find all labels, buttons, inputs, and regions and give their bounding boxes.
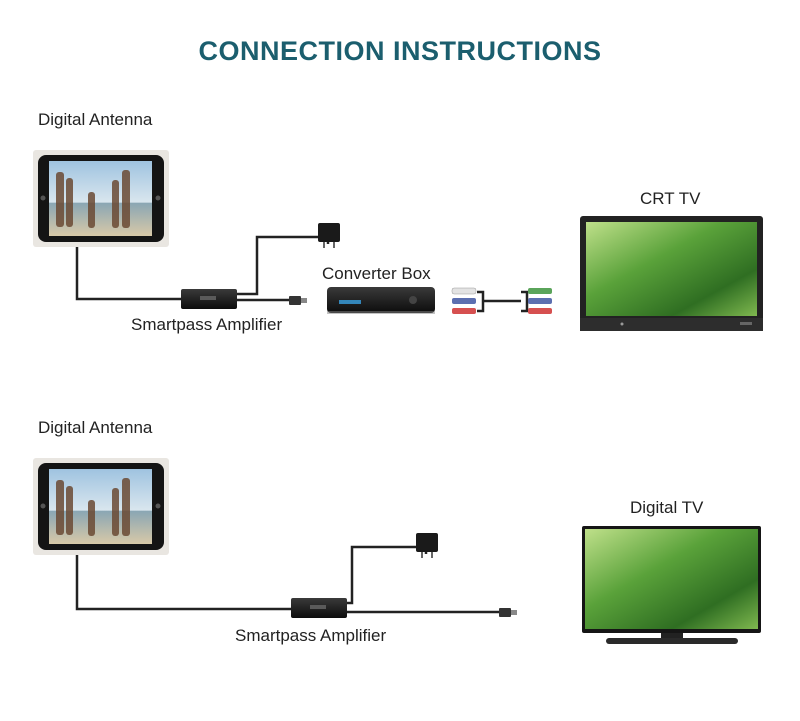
amplifier-1: [181, 289, 237, 309]
antenna-label-2: Digital Antenna: [38, 418, 153, 437]
rca-cables: [451, 287, 552, 314]
coax-connector-1: [289, 296, 307, 305]
antenna-photo: [49, 469, 152, 544]
crt-tv-label: CRT TV: [640, 189, 701, 208]
digital-tv: [582, 526, 761, 644]
amplifier-label-1: Smartpass Amplifier: [131, 315, 283, 334]
antenna-photo: [49, 161, 152, 236]
page-title: CONNECTION INSTRUCTIONS: [198, 36, 602, 66]
digital-antenna-2: [33, 458, 169, 555]
cables-setup-2: [75, 545, 500, 614]
amplifier-2: [291, 598, 347, 618]
amplifier-label-2: Smartpass Amplifier: [235, 626, 387, 645]
antenna-label-1: Digital Antenna: [38, 110, 153, 129]
digital-tv-label: Digital TV: [630, 498, 704, 517]
crt-tv: [580, 216, 763, 331]
converter-box: [327, 287, 435, 314]
power-adapter-2: [416, 533, 438, 558]
converter-box-label: Converter Box: [322, 264, 431, 283]
coax-connector-2: [499, 608, 517, 617]
power-adapter-1: [318, 223, 340, 248]
digital-antenna-1: [33, 150, 169, 247]
crt-tv-screen: [586, 222, 757, 316]
digital-tv-screen: [585, 529, 758, 629]
